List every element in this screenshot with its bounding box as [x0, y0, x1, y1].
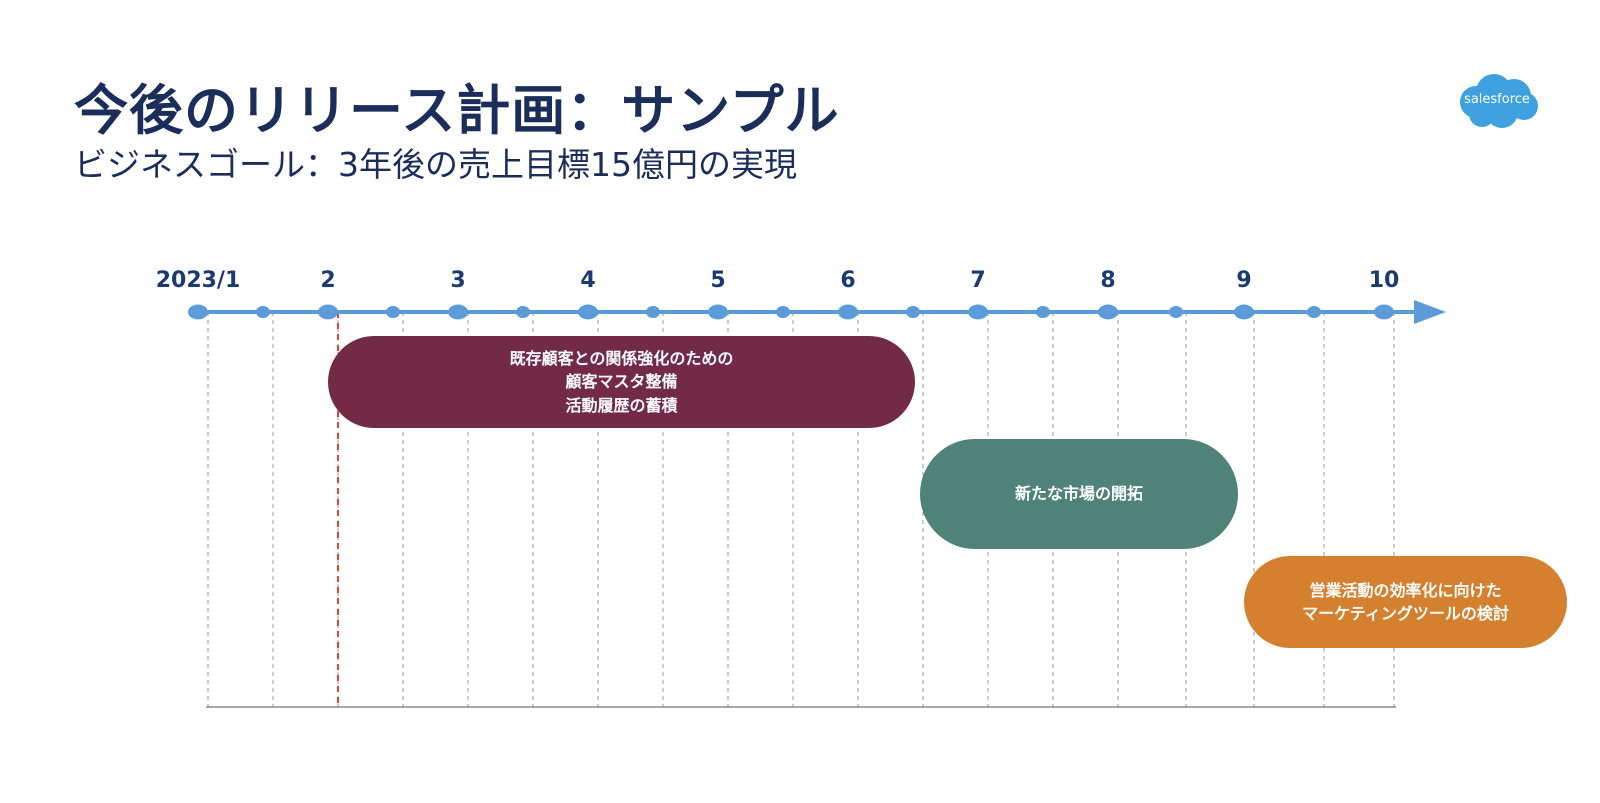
- month-label: 4: [580, 268, 595, 293]
- month-label: 5: [710, 268, 725, 293]
- initiative-bar-new-market: 新たな市場の開拓: [920, 439, 1238, 549]
- month-label: 2023/1: [156, 268, 241, 293]
- month-dot: [838, 304, 858, 320]
- half-month-dot: [646, 306, 660, 318]
- half-month-dot: [386, 306, 400, 318]
- month-dot: [1234, 304, 1254, 320]
- month-dot: [708, 304, 728, 320]
- half-month-dot: [256, 306, 270, 318]
- month-dot: [1098, 304, 1118, 320]
- half-month-dot: [1169, 306, 1183, 318]
- month-label: 10: [1369, 268, 1400, 293]
- page-subtitle: ビジネスゴール：3年後の売上目標15億円の実現: [74, 145, 797, 184]
- month-label: 7: [970, 268, 985, 293]
- cloud-icon: [1460, 74, 1538, 128]
- month-dot: [188, 304, 208, 320]
- month-label: 9: [1236, 268, 1251, 293]
- month-dot: [448, 304, 468, 320]
- initiative-text-line: 活動履歴の蓄積: [565, 395, 678, 415]
- initiative-bar-marketing-tool: 営業活動の効率化に向けた マーケティングツールの検討: [1244, 556, 1567, 648]
- initiative-bar-customer-master: 既存顧客との関係強化のための 顧客マスタ整備 活動履歴の蓄積: [328, 336, 915, 428]
- initiative-text-line: 既存顧客との関係強化のための: [509, 349, 734, 369]
- logo-text: salesforce: [1464, 92, 1530, 107]
- month-label: 6: [840, 268, 855, 293]
- month-dot: [318, 304, 338, 320]
- month-label: 2: [320, 268, 335, 293]
- salesforce-logo: salesforce: [1454, 72, 1540, 132]
- half-month-dot: [906, 306, 920, 318]
- month-label: 3: [450, 268, 465, 293]
- month-labels: 2023/1 2 3 4 5 6 7 8 9 10: [156, 268, 1400, 293]
- month-dot: [968, 304, 988, 320]
- half-month-dot: [1036, 306, 1050, 318]
- half-month-dot: [776, 306, 790, 318]
- page-title: 今後のリリース計画：サンプル: [74, 79, 840, 142]
- month-label: 8: [1100, 268, 1115, 293]
- initiative-text-line: 営業活動の効率化に向けた: [1309, 580, 1502, 600]
- initiative-text-line: 顧客マスタ整備: [565, 372, 678, 392]
- initiative-text-line: マーケティングツールの検討: [1302, 604, 1509, 623]
- timeline-dots: [188, 304, 1394, 320]
- half-month-dot: [1307, 306, 1321, 318]
- month-dot: [1374, 304, 1394, 320]
- timeline-arrowhead: [1414, 300, 1446, 324]
- month-dot: [578, 304, 598, 320]
- initiative-text-line: 新たな市場の開拓: [1014, 484, 1143, 504]
- half-month-dot: [516, 306, 530, 318]
